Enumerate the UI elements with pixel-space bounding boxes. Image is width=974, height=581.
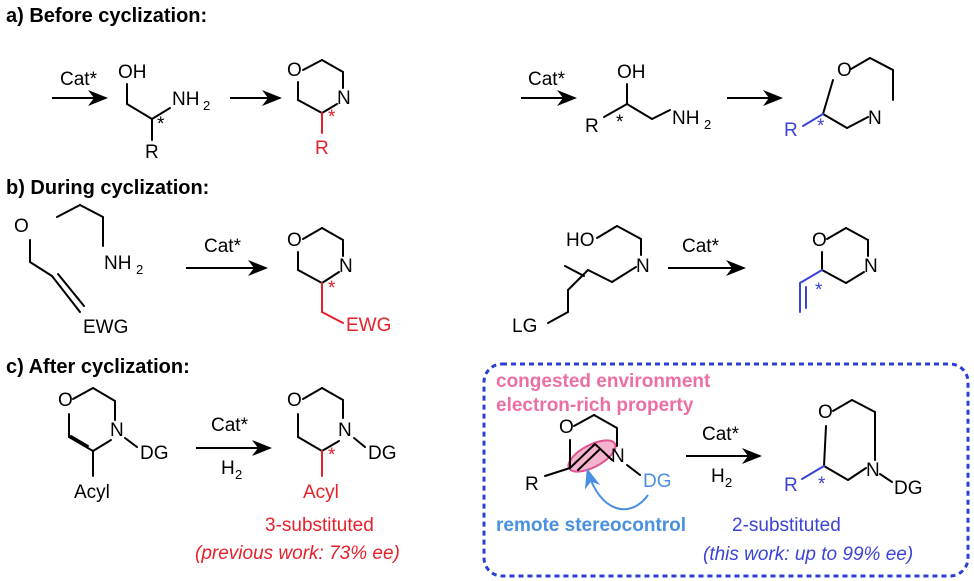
svg-text:R: R bbox=[145, 142, 159, 163]
svg-text:*: * bbox=[817, 116, 825, 137]
caption-this-work: (this work: up to 99% ee) bbox=[703, 544, 913, 565]
svg-text:DG: DG bbox=[894, 478, 923, 499]
remote-arrow bbox=[584, 468, 649, 511]
svg-text:R: R bbox=[315, 138, 329, 159]
svg-text:N: N bbox=[611, 446, 625, 467]
svg-text:NH: NH bbox=[672, 108, 699, 129]
cat-label-c1: Cat* bbox=[211, 415, 249, 436]
morpholine-ewg: O N * EWG bbox=[287, 227, 391, 336]
ewg-substrate: O NH 2 EWG bbox=[14, 204, 143, 338]
svg-text:*: * bbox=[818, 474, 826, 495]
svg-text:2: 2 bbox=[704, 117, 711, 132]
svg-text:R: R bbox=[784, 475, 798, 496]
h2-label-c1: H bbox=[221, 458, 235, 479]
caption-congested: congested environment bbox=[496, 371, 711, 392]
svg-text:HO: HO bbox=[566, 230, 595, 251]
svg-text:N: N bbox=[866, 460, 880, 481]
svg-text:R: R bbox=[525, 474, 539, 495]
svg-text:Acyl: Acyl bbox=[74, 482, 110, 503]
svg-text:N: N bbox=[864, 256, 878, 277]
svg-text:N: N bbox=[339, 256, 353, 277]
caption-3-substituted: 3-substituted bbox=[265, 515, 374, 536]
svg-text:*: * bbox=[328, 107, 336, 128]
svg-text:OH: OH bbox=[617, 62, 646, 83]
svg-text:O: O bbox=[837, 60, 852, 81]
svg-text:*: * bbox=[157, 114, 165, 135]
svg-text:O: O bbox=[287, 230, 302, 251]
section-a-title: a) Before cyclization: bbox=[6, 5, 207, 27]
svg-text:N: N bbox=[636, 256, 650, 277]
svg-text:*: * bbox=[328, 445, 336, 466]
svg-text:*: * bbox=[616, 112, 624, 133]
svg-text:*: * bbox=[328, 278, 336, 299]
cat-label-c2: Cat* bbox=[702, 424, 740, 445]
svg-text:O: O bbox=[812, 230, 827, 251]
svg-text:O: O bbox=[287, 60, 302, 81]
section-b-title: b) During cyclization: bbox=[6, 177, 209, 199]
svg-text:Acyl: Acyl bbox=[303, 482, 339, 503]
svg-text:O: O bbox=[58, 390, 73, 411]
caption-remote: remote stereocontrol bbox=[496, 515, 686, 536]
cat-label-b2: Cat* bbox=[682, 236, 720, 257]
svg-text:O: O bbox=[287, 390, 302, 411]
morpholine-2-substituted-c: O N DG R * bbox=[784, 399, 923, 499]
acyl-enamine: O N DG Acyl bbox=[58, 387, 169, 503]
svg-text:*: * bbox=[815, 280, 823, 301]
svg-text:NH: NH bbox=[172, 89, 199, 110]
svg-text:N: N bbox=[110, 420, 124, 441]
h2-label-c2: H bbox=[711, 466, 725, 487]
morpholine-vinyl: O N * bbox=[799, 227, 878, 313]
svg-text:R: R bbox=[784, 120, 798, 141]
svg-text:DG: DG bbox=[140, 443, 169, 464]
r-enamine: O N R DG bbox=[525, 414, 672, 511]
caption-electron-rich: electron-rich property bbox=[496, 395, 694, 416]
svg-text:2: 2 bbox=[203, 98, 210, 113]
lg-substrate: HO N LG bbox=[512, 225, 650, 337]
section-c-title: c) After cyclization: bbox=[6, 356, 190, 378]
caption-2-substituted: 2-substituted bbox=[732, 515, 841, 536]
cat-label-b1: Cat* bbox=[204, 236, 242, 257]
h2-sub-c1: 2 bbox=[235, 467, 242, 482]
h2-sub-c2: 2 bbox=[725, 475, 732, 490]
svg-text:O: O bbox=[14, 216, 29, 237]
morpholine-3-acyl: O N DG * Acyl bbox=[287, 387, 397, 503]
caption-previous-work: (previous work: 73% ee) bbox=[195, 543, 400, 564]
amino-alcohol-1: OH NH 2 * R bbox=[118, 62, 210, 163]
morpholine-3-substituted-a: O N * R bbox=[287, 59, 351, 159]
cat-label-a3: Cat* bbox=[528, 69, 566, 90]
svg-text:O: O bbox=[818, 402, 833, 423]
svg-text:DG: DG bbox=[643, 471, 672, 492]
svg-text:NH: NH bbox=[104, 253, 131, 274]
svg-text:EWG: EWG bbox=[346, 315, 391, 336]
amino-alcohol-2: OH R * NH 2 bbox=[585, 62, 711, 137]
morpholine-2-substituted-a: O N R * bbox=[784, 57, 894, 141]
svg-text:O: O bbox=[559, 417, 574, 438]
svg-text:LG: LG bbox=[512, 316, 537, 337]
svg-text:N: N bbox=[337, 88, 351, 109]
svg-text:N: N bbox=[338, 420, 352, 441]
cat-label-a1: Cat* bbox=[60, 69, 98, 90]
svg-text:OH: OH bbox=[118, 62, 147, 83]
this-work-box bbox=[482, 362, 970, 578]
svg-text:DG: DG bbox=[368, 443, 397, 464]
svg-text:N: N bbox=[868, 108, 882, 129]
svg-text:R: R bbox=[585, 116, 599, 137]
svg-text:EWG: EWG bbox=[83, 317, 128, 338]
svg-text:2: 2 bbox=[136, 262, 143, 277]
